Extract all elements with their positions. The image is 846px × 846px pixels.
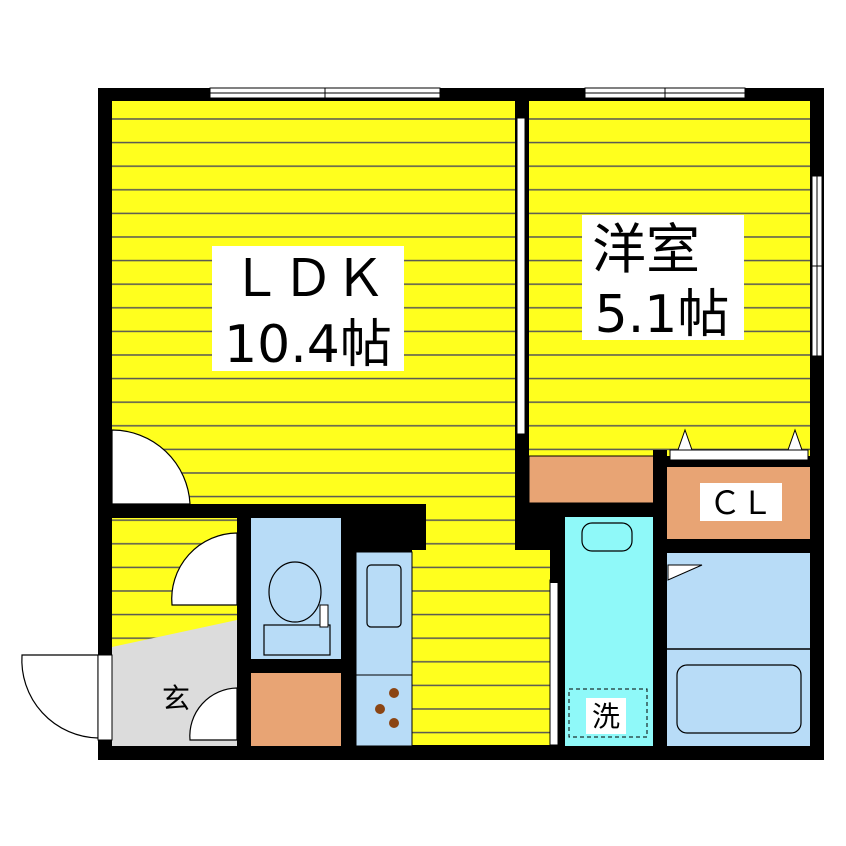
closet-door-marker-right <box>787 428 803 451</box>
toilet-bowl <box>268 561 322 623</box>
washer-space <box>568 688 648 738</box>
western-room-name: 洋室 <box>592 218 700 281</box>
sliding-door <box>516 117 526 435</box>
closet-label: ＣＬ <box>709 484 773 522</box>
stove-burner <box>389 688 399 698</box>
kitchen-sink <box>366 564 402 628</box>
storage-shelf <box>528 455 655 504</box>
bath-door-marker <box>667 564 703 581</box>
washer-label: 洗 <box>592 700 620 733</box>
door-swing <box>111 429 191 505</box>
ldk-size: 10.4帖 <box>224 315 392 375</box>
closet-door-marker-left <box>677 428 693 451</box>
ldk-name: ＬＤＫ <box>230 249 386 309</box>
stove-burner <box>375 704 385 714</box>
storage-cabinet <box>250 673 341 746</box>
western-room-size: 5.1帖 <box>595 285 730 345</box>
toilet-tank <box>263 624 331 656</box>
kitchen-counter <box>355 551 413 747</box>
door-swing <box>171 532 238 606</box>
entrance-door-swing <box>21 654 99 739</box>
stove-burner <box>389 718 399 728</box>
door-swing <box>189 687 238 741</box>
wash-basin <box>581 522 633 552</box>
closet-rail <box>669 449 809 461</box>
entrance-label: 玄 <box>162 682 190 715</box>
bathtub <box>676 664 802 734</box>
